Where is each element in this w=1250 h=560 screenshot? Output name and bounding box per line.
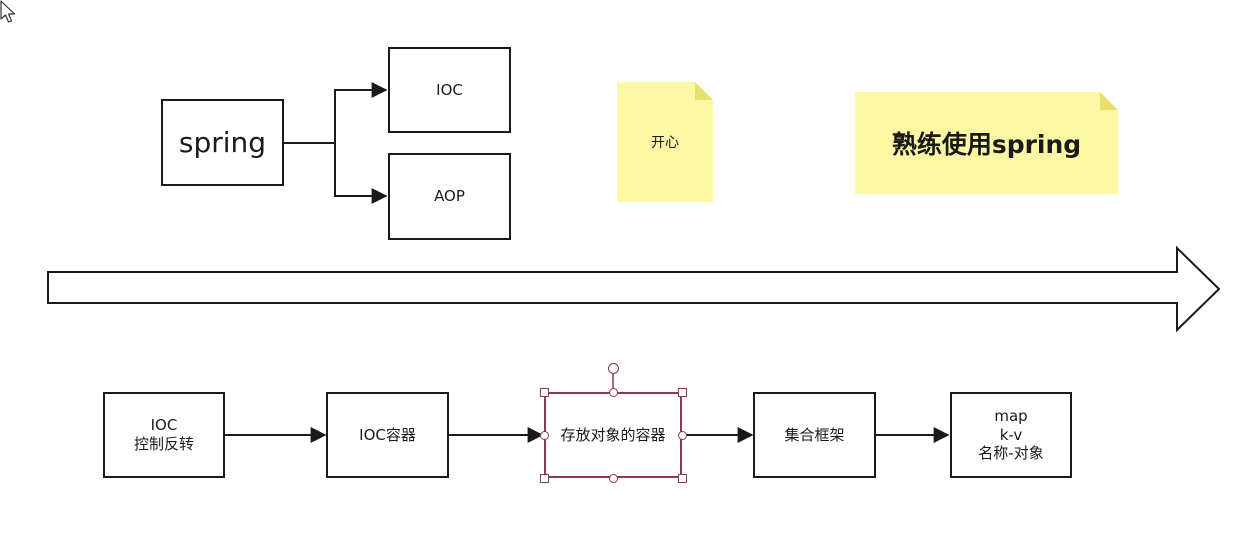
tree-connector-ioc — [284, 82, 388, 144]
flow-step-line: map — [994, 406, 1028, 425]
resize-handle-right[interactable] — [678, 431, 687, 440]
tree-connector-aop — [334, 143, 388, 204]
flow-step-line: 名称-对象 — [978, 444, 1044, 463]
spring-node[interactable]: spring — [161, 99, 284, 186]
resize-handle-left[interactable] — [540, 431, 549, 440]
flow-step-ioc-container[interactable]: IOC容器 — [326, 392, 449, 478]
sticky-note-happy[interactable]: 开心 — [617, 82, 713, 202]
resize-handle-top[interactable] — [609, 388, 618, 397]
flow-step-line: IOC容器 — [359, 425, 416, 444]
timeline-arrow — [47, 245, 1221, 333]
sticky-note-goal[interactable]: 熟练使用spring — [855, 92, 1118, 194]
flow-step-ioc[interactable]: IOC 控制反转 — [103, 392, 225, 478]
resize-handle-bottom[interactable] — [609, 474, 618, 483]
aop-node-label: AOP — [434, 187, 465, 206]
spring-node-label: spring — [178, 126, 267, 159]
flow-step-map-text: map k-v 名称-对象 — [978, 407, 1043, 463]
ioc-node-label: IOC — [436, 80, 463, 99]
rotate-handle[interactable] — [608, 363, 619, 374]
resize-handle-bottom-right[interactable] — [678, 474, 687, 483]
flow-step-ioc-text: IOC 控制反转 — [134, 416, 194, 454]
ioc-node[interactable]: IOC — [388, 47, 511, 133]
resize-handle-bottom-left[interactable] — [540, 474, 549, 483]
flow-step-collections[interactable]: 集合框架 — [753, 392, 876, 478]
resize-handle-top-right[interactable] — [678, 388, 687, 397]
flow-step-object-container[interactable]: 存放对象的容器 — [544, 392, 682, 478]
sticky-note-goal-text: 熟练使用spring — [891, 130, 1082, 159]
flow-step-line: k-v — [999, 425, 1023, 444]
flow-step-line: IOC — [150, 416, 178, 435]
aop-node[interactable]: AOP — [388, 153, 511, 240]
mouse-pointer-icon — [0, 0, 16, 23]
resize-handle-top-left[interactable] — [540, 388, 549, 397]
sticky-note-happy-text: 开心 — [651, 135, 679, 151]
flow-step-line: 集合框架 — [784, 425, 845, 444]
flow-step-line: 存放对象的容器 — [560, 425, 666, 444]
flow-step-line: 控制反转 — [133, 435, 194, 453]
flow-step-map[interactable]: map k-v 名称-对象 — [950, 392, 1072, 478]
